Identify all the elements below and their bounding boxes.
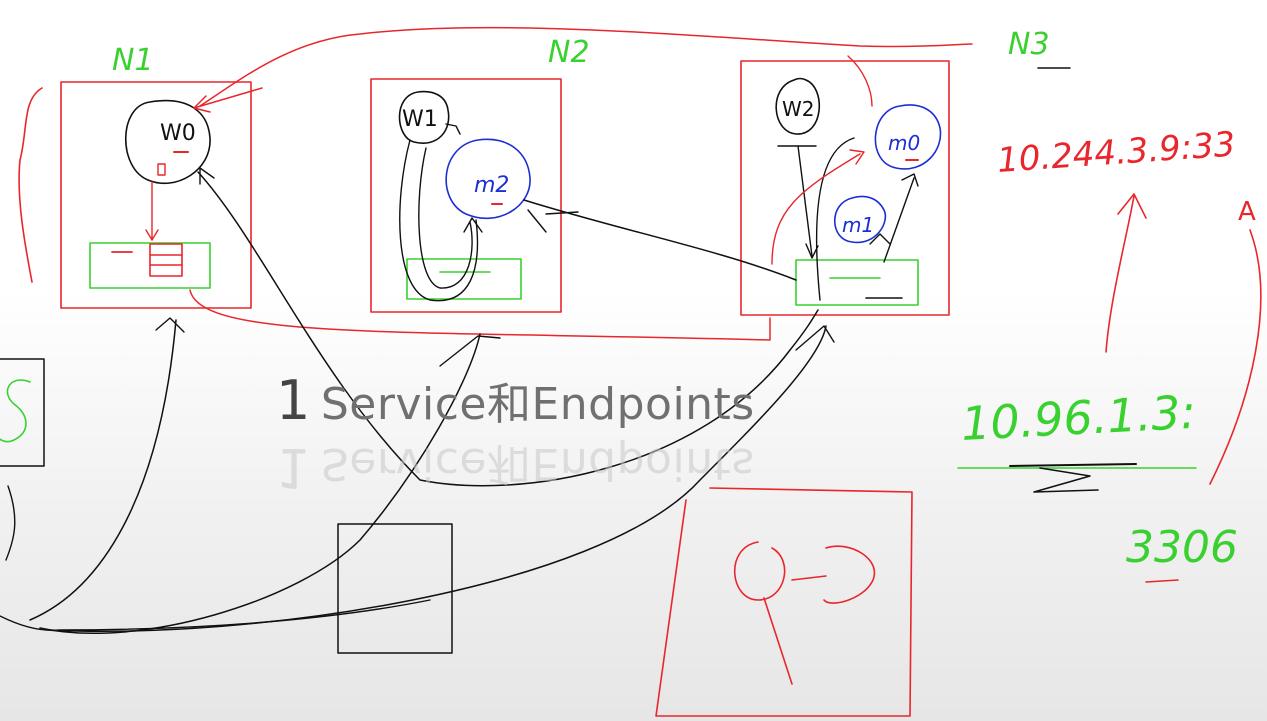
kube-proxy-n3 [795,259,919,306]
cluster-sketch-left [733,541,786,601]
pod-m0-circle [874,104,942,170]
m1-mark [869,233,891,245]
node-n2: N2 W1 m2 [370,35,590,313]
pod-m2-label: m2 [474,173,509,198]
pod-m1-circle [833,195,887,244]
iptables-icon-n1 [149,243,183,277]
slide-number: 1 [276,369,311,432]
node-n2-box [370,78,562,313]
pod-ip-tag: A [1238,197,1256,227]
pod-ip-right-curve [1209,229,1262,485]
pod-w2-label: W2 [782,97,815,121]
slide-number-reflection: 1 [276,436,311,499]
service-letter [0,379,31,443]
node-n1-box [60,81,252,309]
w2-to-proxy [797,145,813,257]
node-n1-label: N1 [112,43,154,78]
route-bottom-to-n1-head [155,317,185,333]
service-ip-zig [1033,467,1099,493]
red-to-m0 [771,153,861,265]
node-n2-label: N2 [548,35,590,70]
loop-n2-head2 [445,123,461,135]
service-to-pod-arrow [1105,195,1135,353]
service-to-pod-arrow-head [1117,193,1147,219]
proxy-arrow-n1-head [145,229,159,241]
pod-m1-label: m1 [842,213,874,237]
w2-to-proxy-head [805,243,819,259]
pod-w1-label: W1 [402,107,438,132]
pod-w2-circle [775,77,820,135]
cluster-sketch-right [823,545,876,604]
node-n3-box [740,60,950,316]
node-n3: N3 W2 m0 m1 [740,27,1071,316]
cluster-sketch-link [791,575,827,581]
kube-proxy-n2 [406,258,522,300]
loop-n2-inner [418,147,473,289]
route-w0-to-n3 [197,171,819,487]
slide-title-text: Service和Endpoints [320,379,755,430]
kube-proxy-n1 [89,242,211,289]
route-bottom-to-n1 [29,319,177,621]
route-left-down [5,485,16,561]
service-ip-annotation: 10.96.1.3: [960,385,1197,451]
m2-tick2 [545,211,579,215]
client-box [337,523,453,654]
node-n3-label: N3 [1008,27,1050,62]
route-left-low [0,599,431,632]
m2-tick [527,209,547,233]
pod-w1-circle [398,90,450,144]
pod-ip-annotation: 10.244.3.9:33 [996,124,1237,181]
route-bottom-to-n3-head [795,325,835,351]
cluster-sketch-leg [763,597,793,685]
route-w0-head [199,167,215,185]
proxy-to-m0 [815,137,855,301]
loop-n2-head [463,217,483,233]
route-m2-to-n3 [523,199,797,281]
pod-w0-label: W0 [160,121,196,146]
node-n1-bracket [18,87,43,283]
overlay-network-outline [189,26,973,341]
pod-w0-circle [124,99,211,185]
red-to-m0-head [849,149,865,165]
service-ip-underline-black [1009,463,1137,467]
port-underline [1145,579,1179,583]
overlay-arrow-to-w0 [193,87,263,113]
loop-n2-outer [399,139,479,302]
pod-m0-label: m0 [888,131,920,155]
slide-title-text-reflection: Service和Endpoints [320,438,755,489]
pod-w0-dot [157,163,166,176]
port-annotation: 3306 [1126,522,1238,573]
proxy-to-m1-head [901,173,919,187]
proxy-to-m1 [883,177,915,263]
route-bottom-to-n2-head [439,335,501,367]
service-box [0,358,45,467]
node-n1: N1 W0 [18,43,252,309]
pod-m2-circle [445,138,531,220]
overlay-top-arc [847,55,873,107]
route-bottom-to-n3 [49,325,827,632]
cluster-box [655,487,913,717]
